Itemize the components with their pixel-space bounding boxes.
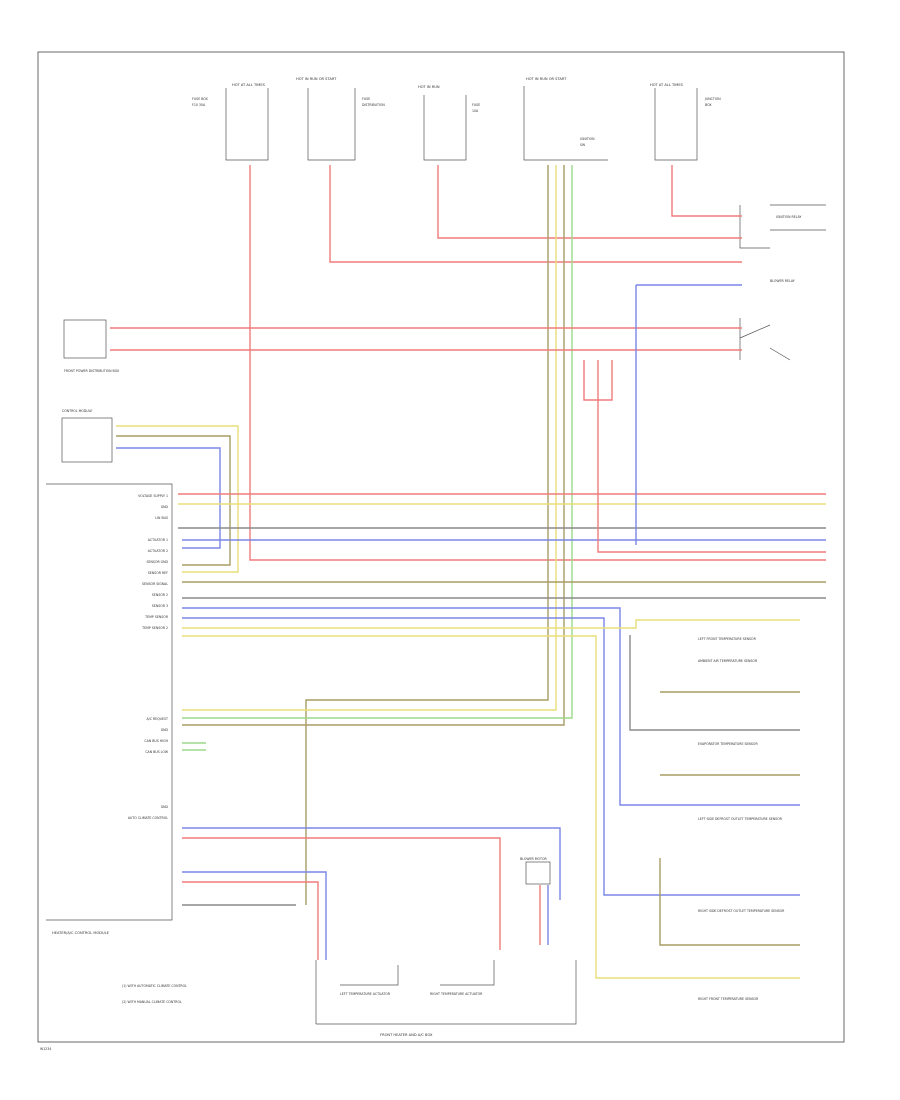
right-component-label-5: LEFT SIDE DEFROST OUTLET TEMPERATURE SEN… (698, 817, 783, 821)
module-pin-upper-10: SENSOR 3 (152, 604, 168, 608)
wire-red-0 (249, 165, 826, 561)
wire-green-7 (182, 165, 573, 719)
module-pin-upper-8: SENSOR SIGNAL (142, 582, 168, 586)
fuse-block-1: HOT AT ALL TIMES FUSE BOX F10 30A (192, 83, 269, 161)
module-pin-upper-1: GND (161, 505, 169, 509)
right-component-label-6: RIGHT SIDE DEFROST OUTLET TEMPERATURE SE… (698, 909, 785, 913)
right-component-label-4: EVAPORATOR TEMPERATURE SENSOR (698, 742, 758, 746)
wire-yellow-5 (182, 165, 557, 711)
left-component-1: FRONT POWER DISTRIBUTION BOX (63, 319, 120, 373)
wire-red-2 (437, 165, 742, 239)
module-pin-lower-0: A/C REQUEST (146, 717, 168, 721)
relay-blower-label: BLOWER RELAY (770, 279, 795, 283)
fuse-label-4: HOT IN RUN OR START (526, 77, 567, 81)
svg-text:SW: SW (580, 143, 586, 147)
svg-text:IGNITION: IGNITION (580, 137, 595, 141)
bottom-module-title: FRONT HEATER AND A/C BOX (380, 1033, 433, 1037)
svg-text:F10 30A: F10 30A (192, 103, 206, 107)
blower-motor-label: BLOWER MOTOR (520, 857, 547, 861)
svg-text:DISTRIBUTION: DISTRIBUTION (362, 103, 385, 107)
wire-red-3 (671, 165, 742, 217)
wire-olive-4 (305, 165, 549, 905)
module-pin-lower-2: CAN BUS HIGH (144, 739, 168, 743)
wire-yellow-10 (116, 425, 239, 573)
climate-control-module: HEATER/A/C CONTROL MODULE (46, 483, 173, 935)
module-pin-upper-7: SENSOR REF (148, 571, 168, 575)
module-pin-upper-4: ACTUATOR 1 (148, 538, 168, 542)
wire-red-30 (583, 360, 613, 401)
wire-red-34 (182, 837, 501, 950)
note-2: (2) WITH MANUAL CLIMATE CONTROL (122, 1000, 182, 1004)
module-pin-upper-9: SENSOR 2 (152, 593, 168, 597)
fuse-block-5: HOT AT ALL TIMES JUNCTION BOX (650, 83, 721, 161)
svg-text:FUSE: FUSE (362, 97, 370, 101)
module-pin-upper-11: TEMP SENSOR (144, 615, 169, 619)
right-component-label-3: AMBIENT AIR TEMPERATURE SENSOR (698, 659, 758, 663)
svg-text:JUNCTION: JUNCTION (704, 97, 721, 101)
module-pin-upper-5: ACTUATOR 2 (148, 549, 168, 553)
diagram-frame (37, 51, 845, 1043)
svg-text:BOX: BOX (705, 103, 712, 107)
actuator-right-label: RIGHT TEMPERATURE ACTUATOR (430, 992, 483, 996)
wire-olive-6 (182, 165, 565, 726)
module-pin-lower-1: GND (161, 728, 169, 732)
fuse-block-2: HOT IN RUN OR START FUSE DISTRIBUTION (296, 77, 385, 161)
relay-blower: BLOWER RELAY (739, 279, 795, 361)
fuse-label-2: HOT IN RUN OR START (296, 77, 337, 81)
climate-module-title: HEATER/A/C CONTROL MODULE (52, 931, 110, 935)
wires (110, 165, 826, 979)
wire-red-36 (182, 881, 319, 960)
wire-blue-12 (116, 447, 221, 549)
module-pin-upper-6: SENSOR GND (147, 560, 169, 564)
bottom-module: FRONT HEATER AND A/C BOX LEFT TEMPERATUR… (315, 857, 577, 1037)
module-pin-upper-2: LIN BUS (155, 516, 168, 520)
module-pin-upper-0: VOLTAGE SUPPLY 1 (138, 494, 168, 498)
pin-labels: VOLTAGE SUPPLY 1 GND LIN BUS ACTUATOR 1 ACTU… (128, 494, 169, 820)
svg-text:FUSE BOX: FUSE BOX (192, 97, 209, 101)
fuse-block-4: HOT IN RUN OR START IGNITION SW (523, 77, 608, 161)
module-pin-upper-12: TEMP SENSOR 2 (141, 626, 168, 630)
svg-text:10A: 10A (472, 109, 479, 113)
wire-blue-19 (182, 607, 800, 806)
module-pin-lower-9: AUTO CLIMATE CONTROL (128, 816, 168, 820)
wire-olive-11 (116, 435, 231, 566)
relay-top-label: IGNITION RELAY (776, 215, 802, 219)
right-component-labels: LEFT FRONT TEMPERATURE SENSOR AMBIENT AIR… (698, 637, 785, 1001)
fuse-label-1: HOT AT ALL TIMES (232, 83, 266, 87)
fuse-label-5: HOT AT ALL TIMES (650, 83, 684, 87)
wire-red-1 (329, 165, 742, 263)
wire-blue-33 (182, 827, 561, 900)
left-component-1-label: FRONT POWER DISTRIBUTION BOX (64, 369, 120, 373)
relay-top: IGNITION RELAY (739, 204, 826, 249)
module-pin-lower-8: GND (161, 805, 169, 809)
left-component-2-label: CONTROL MODULE (62, 409, 92, 413)
actuator-left-label: LEFT TEMPERATURE ACTUATOR (340, 992, 391, 996)
right-component-label-7: RIGHT FRONT TEMPERATURE SENSOR (698, 997, 759, 1001)
wire-red-29 (597, 360, 826, 553)
wire-olive-26 (659, 858, 800, 946)
footer-code: W1234 (40, 1047, 51, 1051)
wire-yellow-21 (182, 619, 800, 629)
wire-blue-20 (182, 617, 800, 896)
module-pin-lower-3: CAN BUS LOW (145, 750, 169, 754)
wire-gray-24 (629, 635, 800, 731)
right-component-label-2: LEFT FRONT TEMPERATURE SENSOR (698, 637, 757, 641)
fuse-label-3: HOT IN RUN (418, 85, 440, 89)
left-component-2: CONTROL MODULE (61, 409, 113, 463)
wire-blue-35 (182, 871, 327, 960)
svg-text:FUSE: FUSE (472, 103, 480, 107)
wire-yellow-22 (182, 635, 800, 979)
note-1: (1) WITH AUTOMATIC CLIMATE CONTROL (122, 984, 187, 988)
fuse-block-3: HOT IN RUN FUSE 10A (418, 85, 480, 161)
